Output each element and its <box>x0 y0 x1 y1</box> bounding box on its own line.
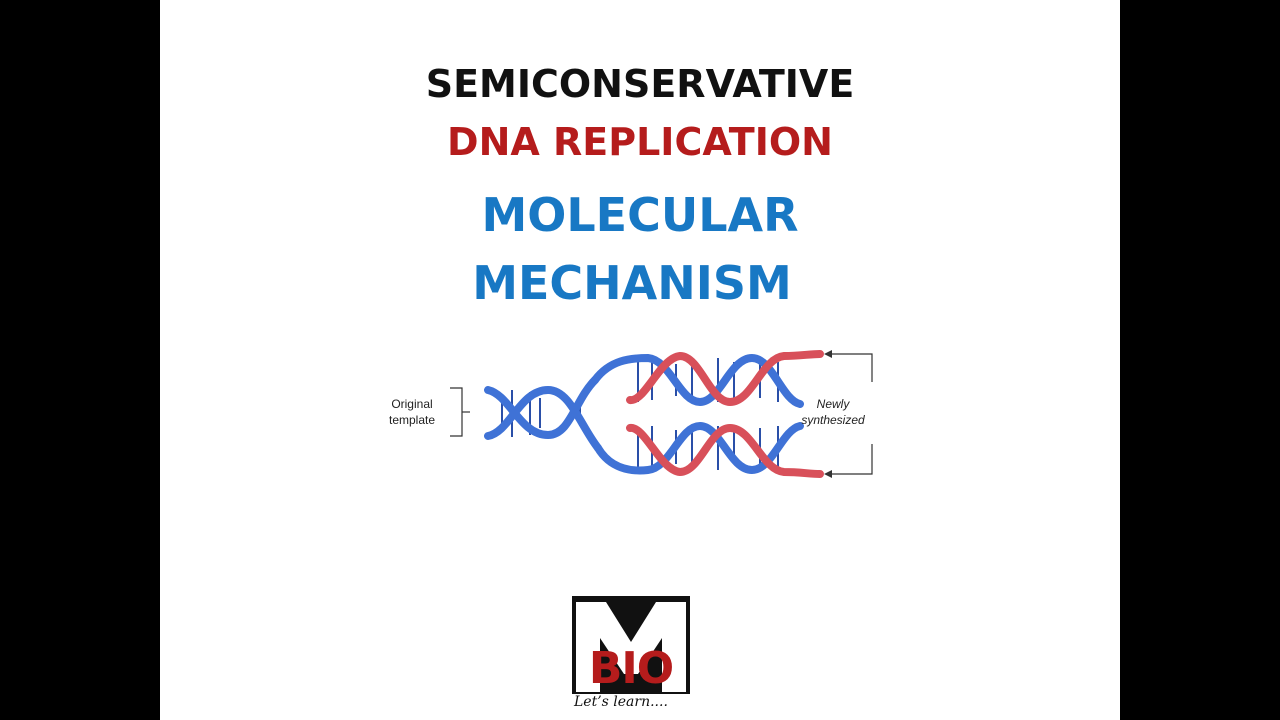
parent-helix <box>484 376 602 452</box>
title-mechanism: MECHANISM <box>472 256 792 310</box>
newly-synthesized-arrows <box>830 353 873 475</box>
mbio-logo: M BIO Let’s learn.... <box>572 596 690 716</box>
title-dna-replication: DNA REPLICATION <box>447 120 833 164</box>
original-template-label: Original template <box>382 396 442 428</box>
logo-m-letter-shape <box>572 596 690 694</box>
dna-replication-diagram <box>450 350 873 478</box>
title-semiconservative: SEMICONSERVATIVE <box>425 62 855 106</box>
original-template-label-line2: template <box>388 413 436 427</box>
logo-m-block: M <box>572 596 690 694</box>
logo-tagline: Let’s learn.... <box>574 694 668 710</box>
slide: SEMICONSERVATIVE DNA REPLICATION MOLECUL… <box>160 0 1120 720</box>
title-molecular: MOLECULAR <box>481 188 799 242</box>
bottom-new-strand <box>626 423 824 478</box>
arrowheads <box>824 350 832 478</box>
original-template-label-line1: Original <box>391 397 433 411</box>
original-template-bracket <box>450 387 470 437</box>
newly-synthesized-label-line2: synthesized <box>801 413 865 427</box>
logo-bio-text: BIO <box>588 643 674 694</box>
top-new-strand <box>626 350 824 407</box>
newly-synthesized-label-line1: Newly <box>816 397 850 411</box>
newly-synthesized-label: Newly synthesized <box>788 396 878 428</box>
